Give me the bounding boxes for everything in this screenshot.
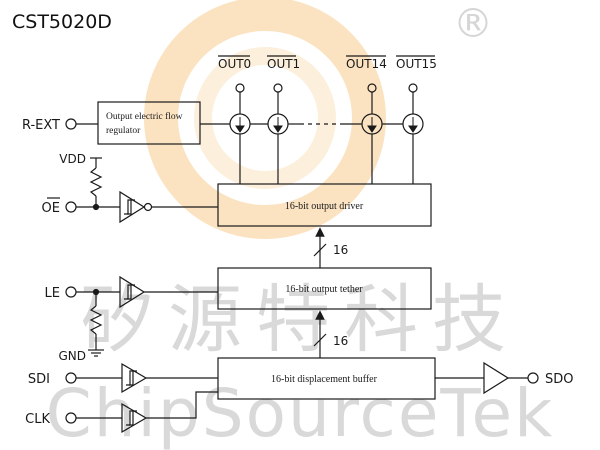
le-pin [65,286,77,298]
bus-width-lower: 16 [333,334,348,348]
out0-label: OUT0 [218,57,251,71]
clk-label: CLK [25,412,50,427]
out1-pin [273,83,283,93]
regulator-label-line1: Output electric flow [106,111,183,122]
out15-label: OUT15 [396,57,437,71]
output-driver-block [217,183,432,227]
watermark-logo [144,0,386,239]
output-tether-block [217,267,432,310]
regulator-label-line2: regulator [106,126,141,136]
watermark-logo-ring [144,0,386,239]
le-label: LE [45,286,60,301]
tether-label: 16-bit output tether [285,284,363,295]
oe-pin [65,201,77,213]
sdo-label: SDO [545,372,574,387]
wiring [65,55,539,434]
gnd-label: GND [58,349,86,363]
sdo-buffer [483,361,510,395]
oe-label: OE [42,201,60,216]
current-source-arrows [235,117,418,133]
bus-slash-upper [313,243,327,257]
part-number-title: CST5020D [12,11,112,33]
buffer-label: 16-bit displacement buffer [271,374,378,385]
watermark-logo-inner-ring [194,47,336,189]
registered-mark: ® [453,1,493,47]
vdd-label: VDD [59,152,86,166]
out15-pin [408,83,418,93]
driver-label: 16-bit output driver [285,201,364,212]
out14-label: OUT14 [346,57,387,71]
rext-pin [65,118,77,130]
bus-slash-lower [313,333,327,347]
oe-inverter-bubble [143,202,153,212]
out1-label: OUT1 [267,57,300,71]
oe-node [92,203,100,211]
bus-width-upper: 16 [333,243,348,257]
rext-label: R-EXT [22,118,60,133]
sdi-label: SDI [28,372,50,387]
labels: OUT0 OUT1 OUT14 OUT15 R-EXT VDD OE LE GN… [22,57,574,427]
out0-pin [235,83,245,93]
oe-buffer [119,190,146,224]
watermark-chinese: 矽源特科技 [80,280,520,362]
regulator-block [97,101,201,145]
sdo-pin [527,372,539,384]
